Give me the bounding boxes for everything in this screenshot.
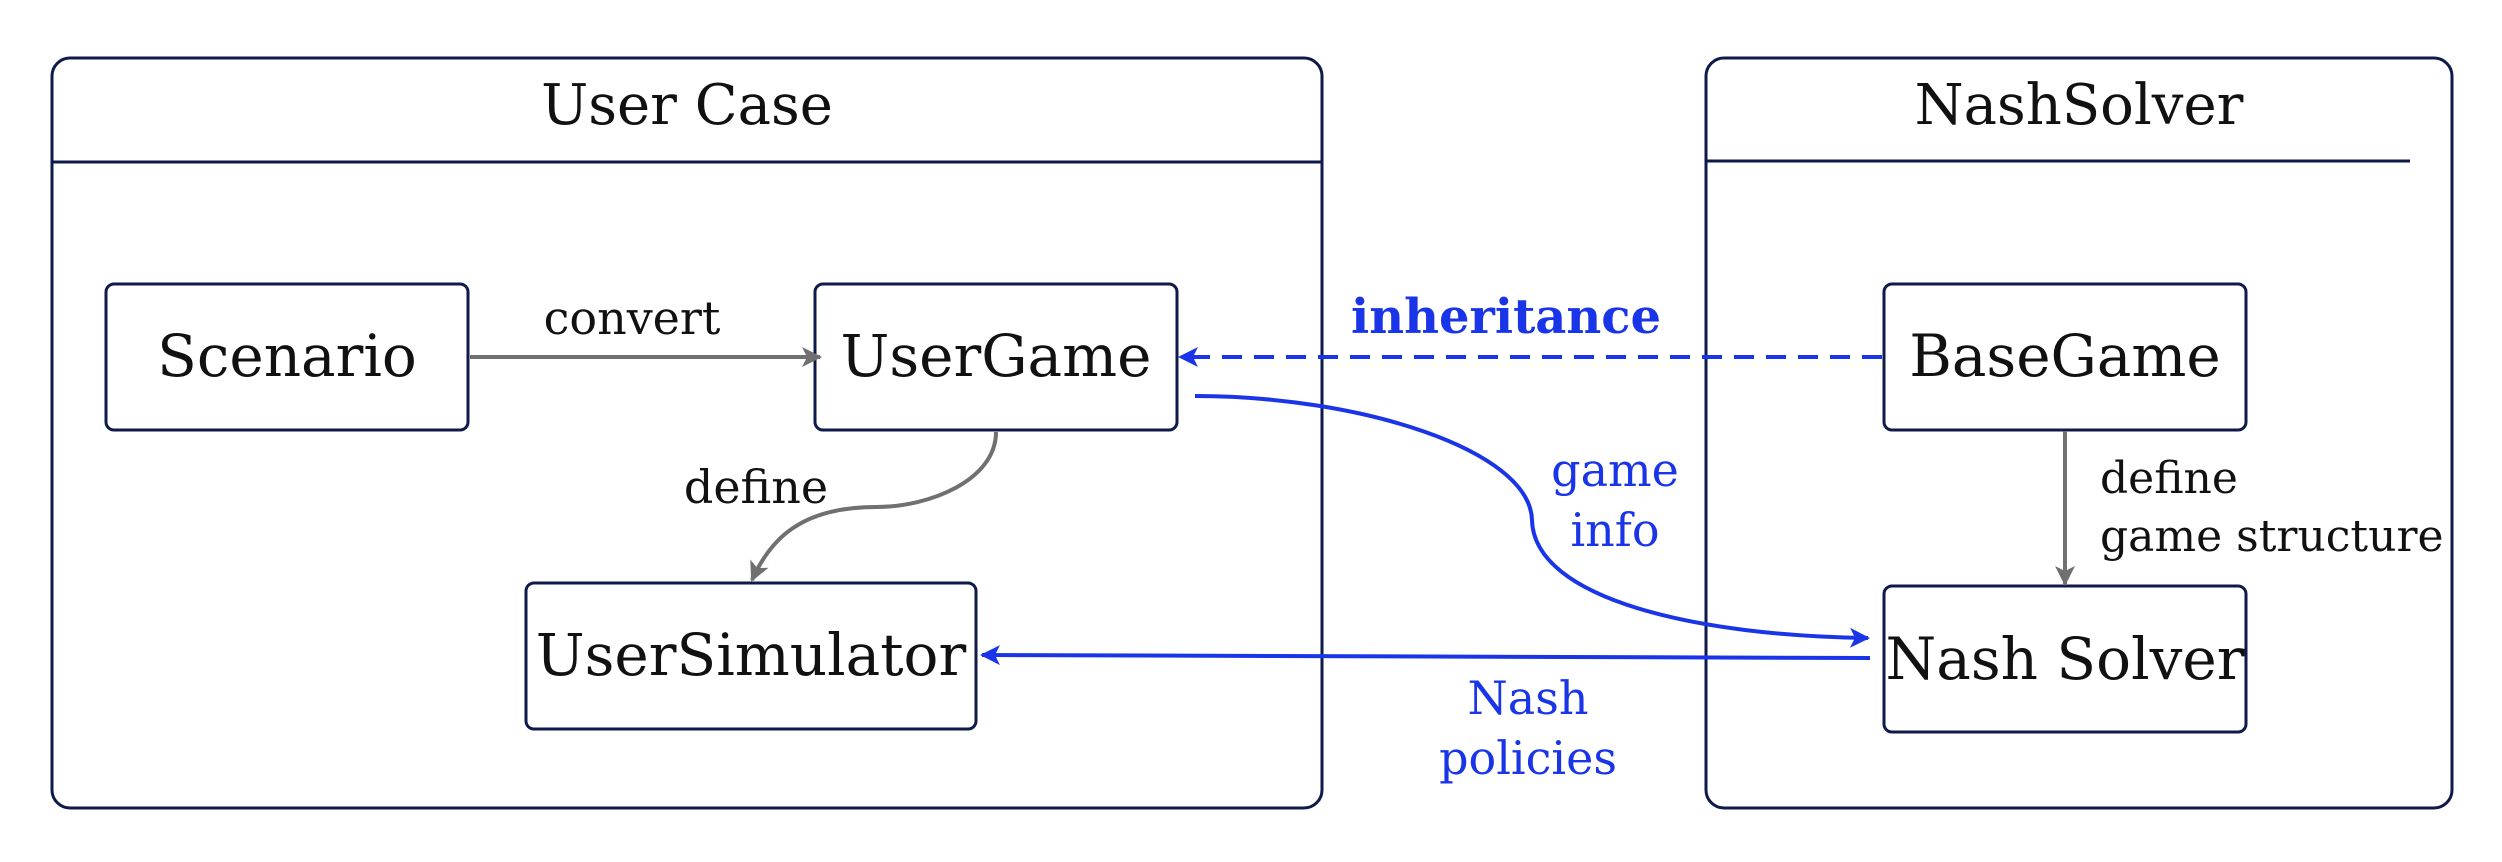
inheritance-label: inheritance (1351, 289, 1661, 345)
define-structure-edge: define game structure (2055, 431, 2444, 586)
nashsolver-container: NashSolver (1704, 56, 2454, 810)
base-game-label: BaseGame (1909, 322, 2221, 390)
nash-policies-label-line2: policies (1439, 731, 1617, 785)
user-simulator-node: UserSimulator (524, 581, 978, 731)
nash-solver-label: Nash Solver (1886, 625, 2245, 693)
game-info-label-line2: info (1570, 503, 1659, 557)
scenario-label: Scenario (157, 322, 417, 390)
base-game-node: BaseGame (1882, 282, 2248, 432)
game-info-edge: game info (1194, 394, 1870, 648)
user-simulator-label: UserSimulator (536, 621, 967, 689)
define-edge: define (684, 431, 998, 582)
user-case-title: User Case (541, 73, 833, 138)
scenario-node: Scenario (104, 282, 470, 432)
convert-edge: convert (470, 291, 822, 367)
game-info-label-line1: game (1551, 443, 1679, 497)
inheritance-edge: inheritance (1178, 289, 1882, 367)
define-structure-label-line2: game structure (2100, 511, 2444, 562)
user-case-container: User Case (50, 56, 1324, 810)
user-game-label: UserGame (841, 322, 1152, 390)
nash-solver-node: Nash Solver (1882, 584, 2248, 734)
define-label: define (684, 460, 828, 514)
convert-label: convert (544, 291, 721, 345)
nash-policies-label-line1: Nash (1468, 671, 1589, 725)
user-game-node: UserGame (813, 282, 1179, 432)
nash-policies-edge: Nash policies (980, 645, 1871, 785)
nashsolver-title: NashSolver (1915, 73, 2244, 138)
define-structure-label-line1: define (2100, 453, 2238, 504)
